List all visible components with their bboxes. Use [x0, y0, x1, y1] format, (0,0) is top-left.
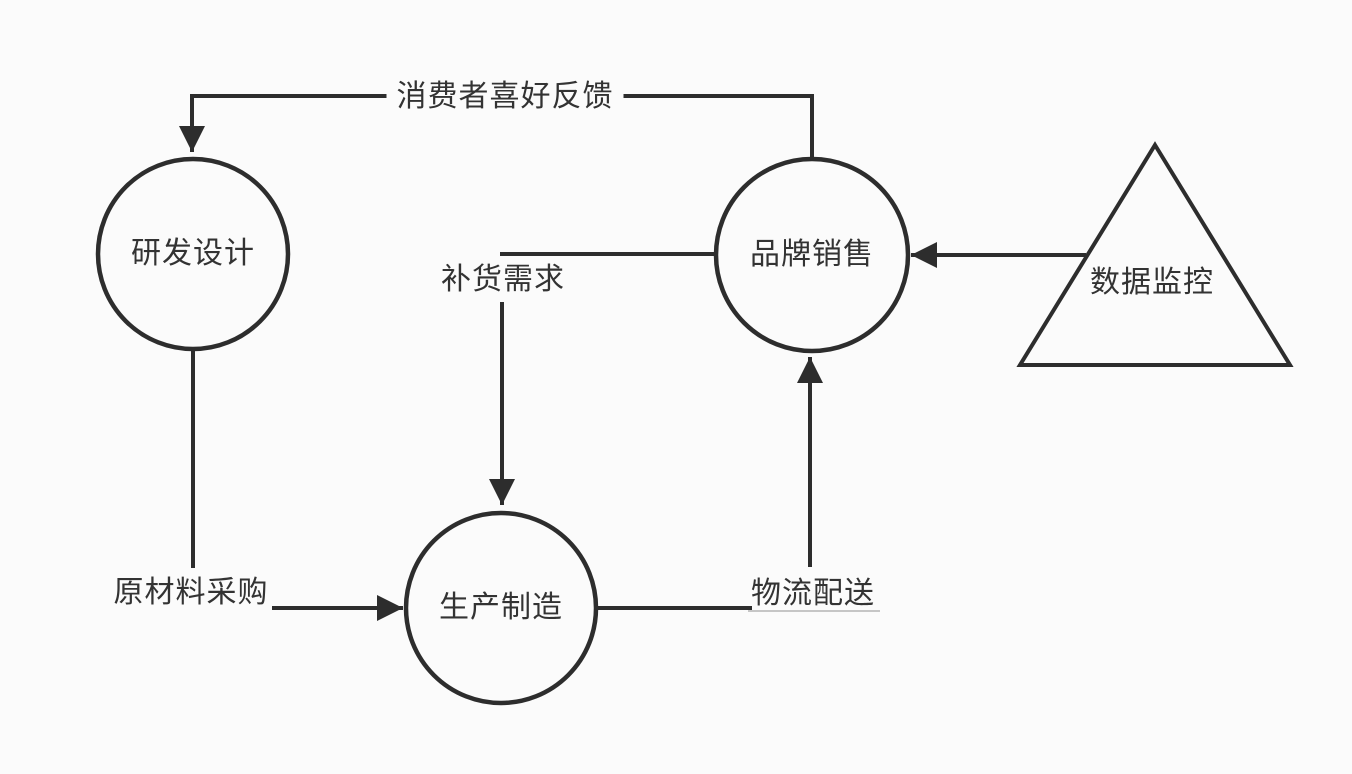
- edge-logistics-label: 物流配送: [751, 576, 875, 610]
- node-production-label: 生产制造: [439, 590, 563, 624]
- node-brand-sales-circle: [713, 156, 911, 354]
- edge-raw-material-label: 原材料采购: [113, 575, 269, 609]
- node-brand-sales-label: 品牌销售: [750, 237, 874, 271]
- node-rd-design-label: 研发设计: [131, 236, 255, 270]
- node-data-monitoring-triangle: [1016, 141, 1294, 367]
- node-rd-design-circle: [95, 156, 291, 352]
- edge-replenishment-label: 补货需求: [441, 262, 565, 296]
- node-data-monitoring-label: 数据监控: [1090, 265, 1214, 299]
- node-production-circle: [403, 510, 599, 706]
- logistics-label-underline: [748, 610, 880, 612]
- edge-consumer-feedback-label: 消费者喜好反馈: [386, 79, 624, 115]
